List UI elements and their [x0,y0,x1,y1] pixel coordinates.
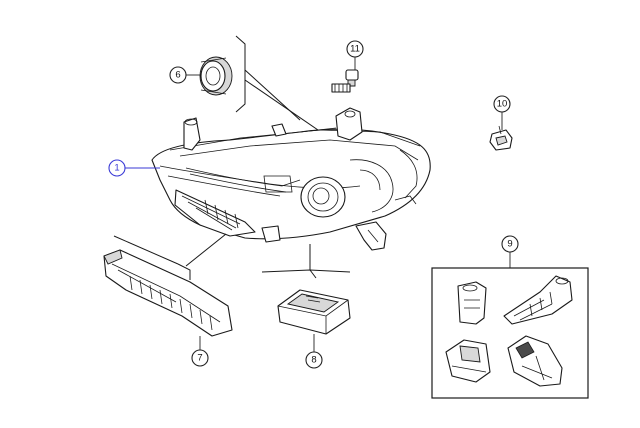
callout-9[interactable]: 9 [501,235,519,253]
callout-10[interactable]: 10 [493,95,511,113]
part-9-inset [431,252,589,399]
callout-6[interactable]: 6 [169,66,187,84]
part-9-bracket-d[interactable] [507,335,563,387]
callout-1[interactable]: 1 [108,159,126,177]
leader-bracket-top [235,35,319,131]
part-6-grommet[interactable] [199,56,233,96]
callout-7[interactable]: 7 [191,349,209,367]
part-9-bracket-a[interactable] [457,281,487,325]
part-11-bolt[interactable] [331,69,359,93]
svg-text:1: 1 [114,163,119,174]
callout-8[interactable]: 8 [305,351,323,369]
callout-leaders [125,57,503,352]
part-10-clip[interactable] [489,125,513,151]
svg-text:8: 8 [311,355,316,366]
svg-text:9: 9 [507,239,512,250]
part-8-ballast-module[interactable] [277,289,351,335]
part-7-lower-bracket[interactable] [103,249,233,337]
svg-text:6: 6 [175,70,180,81]
svg-text:11: 11 [350,44,360,55]
svg-text:7: 7 [197,353,202,364]
part-9-bracket-b[interactable] [503,275,573,325]
part-1-headlamp-assembly[interactable] [151,107,431,251]
callout-11[interactable]: 11 [346,40,364,58]
leader-bracket-lower [113,233,351,280]
part-9-bracket-c[interactable] [445,339,491,383]
svg-text:10: 10 [497,99,508,110]
